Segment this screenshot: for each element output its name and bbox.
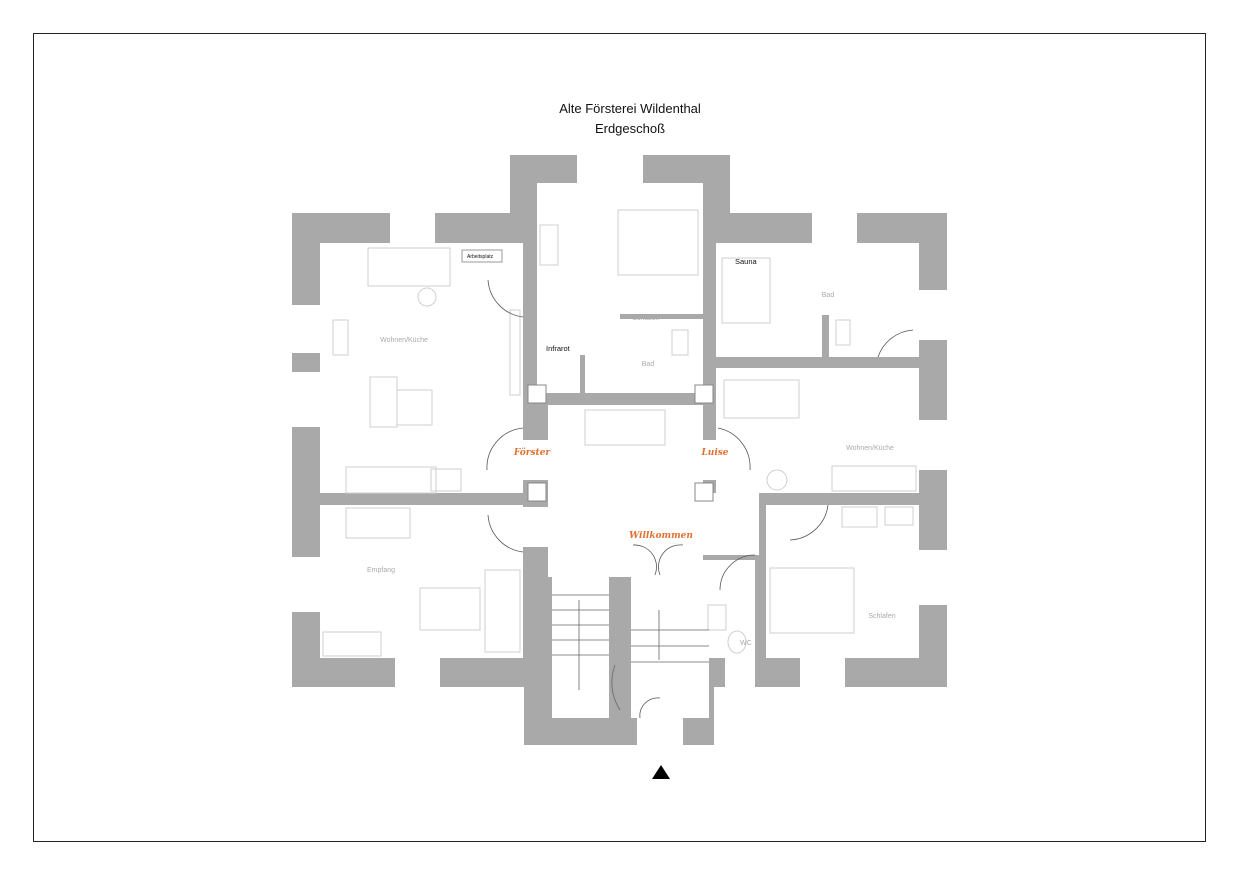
label-welcome: Willkommen (629, 531, 693, 541)
staircase (552, 594, 709, 711)
label-reception: Empfang (367, 567, 395, 574)
label-infrared: Infrarot (546, 344, 571, 353)
label-apartment-foerster: Förster (513, 447, 552, 458)
label-apartment-luise: Luise (700, 448, 728, 458)
drawing-frame (33, 33, 1206, 842)
room-right-living (716, 368, 919, 493)
label-workspace: Arbeitsplatz (467, 254, 494, 260)
north-arrow-icon (652, 765, 670, 779)
door-gap-reception (523, 507, 553, 547)
room-left-living (320, 243, 523, 493)
hallway (548, 405, 703, 577)
doors (486, 279, 914, 719)
label-right-bath: Bad (822, 292, 835, 299)
room-wc (705, 560, 755, 658)
plan-title: Alte Försterei Wildenthal (559, 101, 701, 116)
room-right-bedroom (766, 505, 919, 658)
hall-right (703, 493, 759, 555)
room-sauna-bath (716, 243, 919, 357)
stairs-left (552, 577, 609, 718)
label-right-bedroom: Schlafen (868, 613, 895, 620)
stairs-right (631, 560, 709, 718)
label-left-living: Wohnen/Küche (380, 337, 428, 344)
furniture (322, 209, 917, 657)
label-sauna: Sauna (735, 257, 758, 266)
label-right-living: Wohnen/Küche (846, 445, 894, 452)
entrance (637, 718, 683, 745)
room-reception (320, 505, 523, 658)
label-top-bedroom: Schlafen (632, 315, 659, 322)
room-top-bedroom (537, 183, 703, 393)
plan-subtitle: Erdgeschoß (595, 121, 665, 136)
rooms (292, 155, 947, 745)
label-center-bath: Bad (642, 361, 655, 368)
door-gap-left (523, 440, 553, 480)
label-wc: WC (740, 640, 752, 647)
